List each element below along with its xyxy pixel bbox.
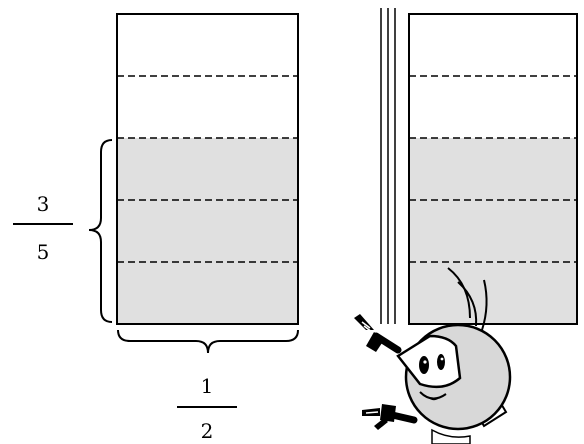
- left-shaded-area: [117, 138, 298, 324]
- left-fraction: 3 5: [13, 192, 73, 264]
- left-fraction-numerator: 3: [37, 192, 50, 216]
- left-fraction-denominator: 5: [37, 240, 50, 264]
- pointing-robot-mascot-icon: [354, 267, 512, 444]
- bottom-brace: [117, 329, 299, 354]
- bottom-fraction-numerator: 1: [201, 374, 214, 398]
- right-rectangle-border: [408, 13, 578, 325]
- bottom-fraction-denominator: 2: [201, 419, 214, 443]
- left-brace: [88, 139, 113, 323]
- separator-lines: [380, 8, 396, 324]
- left-rectangle: [116, 13, 299, 325]
- right-shaded-area: [409, 138, 577, 324]
- right-rectangle: [408, 13, 578, 325]
- bottom-fraction: 1 2: [177, 374, 237, 443]
